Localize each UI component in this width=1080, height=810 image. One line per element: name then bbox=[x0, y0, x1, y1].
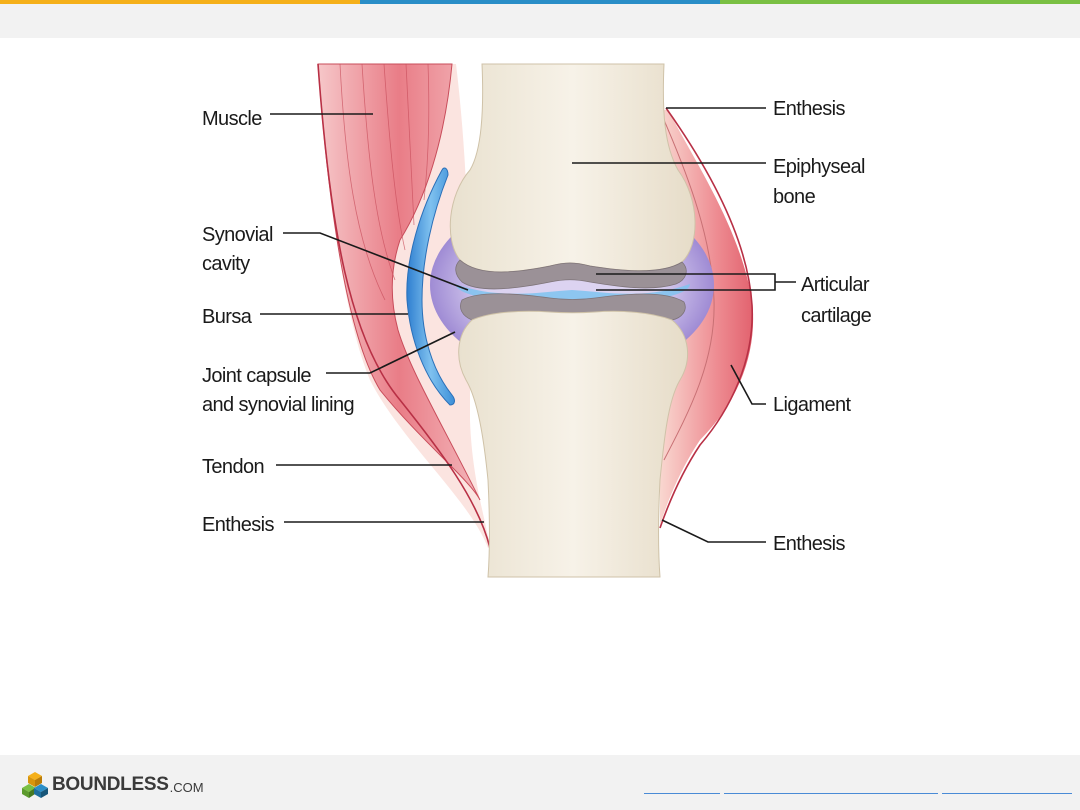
leader-articular bbox=[596, 273, 796, 291]
stripe-blue bbox=[360, 0, 720, 4]
label-bursa: Bursa bbox=[202, 306, 253, 328]
tendon-line bbox=[317, 63, 491, 549]
label-epiphyseal-1: Epiphyseal bbox=[773, 156, 865, 178]
upper-bone bbox=[449, 63, 696, 273]
label-synovial-cavity-2: cavity bbox=[202, 253, 250, 275]
label-ligament: Ligament bbox=[773, 394, 852, 416]
footer-link-1[interactable] bbox=[644, 792, 720, 794]
upper-cartilage bbox=[455, 259, 687, 290]
leader-joint-capsule bbox=[326, 331, 456, 374]
label-enthesis-left: Enthesis bbox=[202, 514, 275, 536]
leader-enthesis-bottom-right bbox=[661, 519, 766, 543]
footer-links bbox=[644, 792, 1072, 794]
logo-text: BOUNDLESS bbox=[52, 774, 169, 795]
label-enthesis-top-right: Enthesis bbox=[773, 98, 846, 120]
cube-stack-icon bbox=[22, 772, 48, 798]
label-epiphyseal-2: bone bbox=[773, 186, 816, 208]
lower-bone bbox=[458, 310, 689, 578]
label-enthesis-bottom-right: Enthesis bbox=[773, 533, 846, 555]
joint-illustration: Muscle Synovial cavity Bursa Joint capsu… bbox=[202, 63, 872, 578]
label-articular-2: cartilage bbox=[801, 305, 872, 327]
leader-ligament bbox=[730, 364, 766, 405]
label-joint-capsule-2: and synovial lining bbox=[202, 394, 354, 416]
muscle-tissue bbox=[317, 63, 481, 501]
leader-synovial-cavity bbox=[283, 232, 469, 291]
bursa-sac bbox=[406, 167, 455, 406]
stripe-green bbox=[720, 0, 1080, 4]
top-bar bbox=[0, 0, 1080, 38]
stripe-orange bbox=[0, 0, 360, 4]
footer-link-3[interactable] bbox=[942, 792, 1072, 794]
joint-diagram: Muscle Synovial cavity Bursa Joint capsu… bbox=[0, 38, 1080, 755]
logo-sub: .COM bbox=[169, 779, 204, 795]
boundless-logo[interactable]: BOUNDLESS .COM bbox=[22, 771, 204, 799]
footer-link-2[interactable] bbox=[724, 792, 938, 794]
footer: BOUNDLESS .COM bbox=[0, 755, 1080, 810]
label-tendon: Tendon bbox=[202, 456, 264, 478]
label-joint-capsule-1: Joint capsule bbox=[202, 365, 311, 387]
label-muscle: Muscle bbox=[202, 108, 262, 130]
label-articular-1: Articular bbox=[801, 274, 870, 296]
label-synovial-cavity-1: Synovial bbox=[202, 224, 273, 246]
